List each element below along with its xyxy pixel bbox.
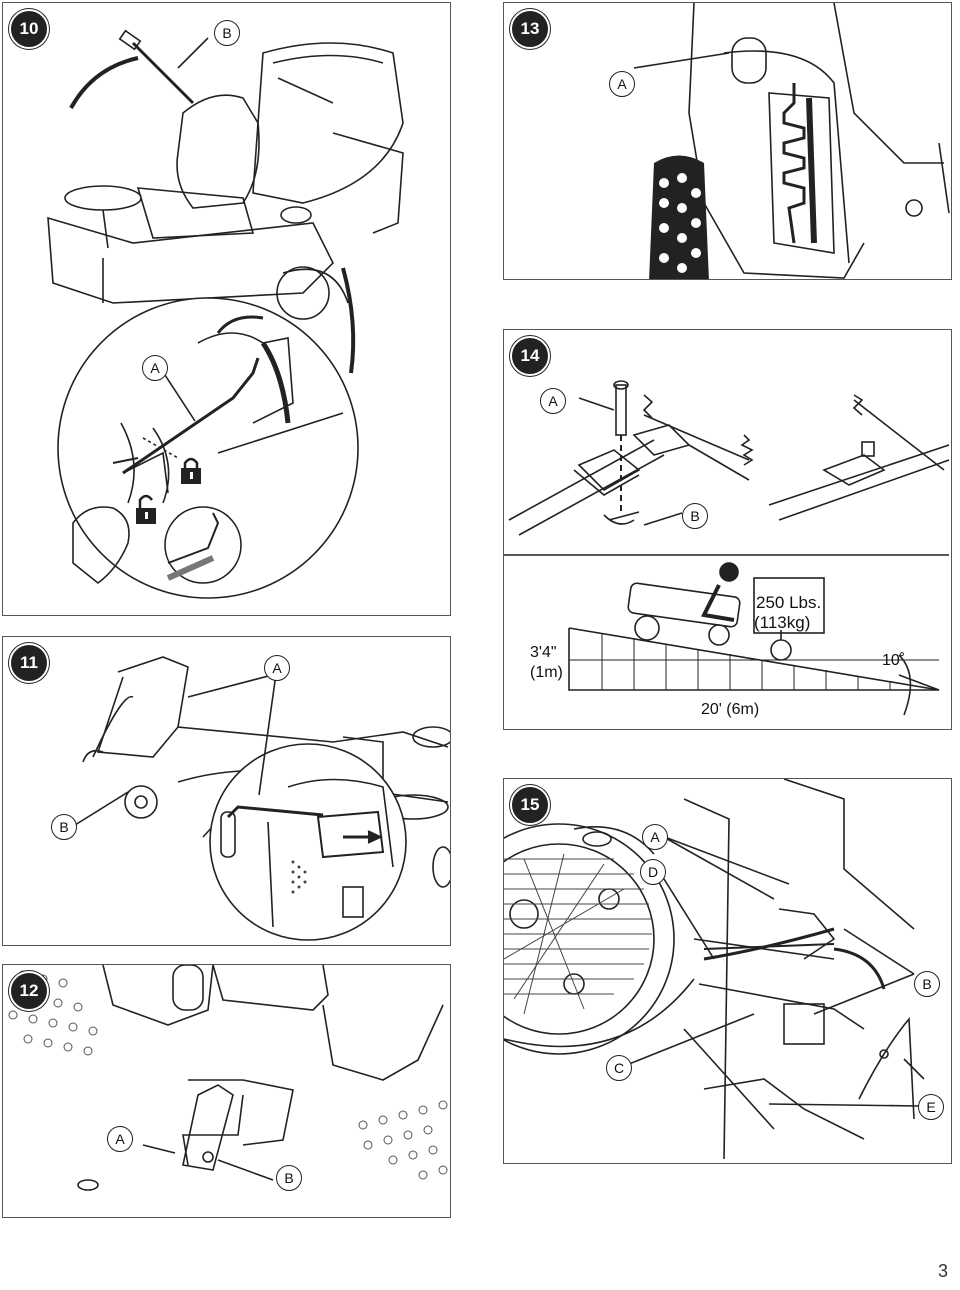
- slope-height: 3'4": [530, 644, 557, 661]
- figure-number: 11: [9, 643, 49, 683]
- lock-closed-icon: [181, 457, 201, 484]
- figure-11-drawing: [74, 656, 450, 941]
- figure-number: 13: [510, 9, 550, 49]
- callout-a: A: [609, 71, 635, 97]
- callout-b: B: [276, 1165, 302, 1191]
- callout-b: B: [682, 503, 708, 529]
- callout-c: C: [606, 1055, 632, 1081]
- callout-a: A: [540, 388, 566, 414]
- figure-11: 11 A B: [2, 636, 451, 946]
- slope-weight-metric: (113kg): [754, 613, 811, 632]
- figure-10: 10 A B: [2, 2, 451, 616]
- figure-12: 12 A B: [2, 964, 451, 1218]
- callout-a: A: [264, 655, 290, 681]
- figure-13-drawing: [633, 3, 950, 279]
- figure-number: 12: [9, 971, 49, 1011]
- slope-angle: 10˚: [882, 652, 906, 669]
- page-number: 3: [937, 1261, 948, 1281]
- figure-14: 14 A B 250 Lbs. (113kg) 3'4" (1m) 20' (6…: [503, 329, 952, 730]
- figure-10-drawing: [47, 29, 404, 599]
- figure-12-drawing: [8, 965, 448, 1191]
- lock-open-icon: [136, 494, 156, 524]
- figure-number: 10: [9, 9, 49, 49]
- figure-number: 15: [510, 785, 550, 825]
- figure-15: 15 A D B C E: [503, 778, 952, 1164]
- callout-d: D: [640, 859, 666, 885]
- callout-b: B: [51, 814, 77, 840]
- callout-e: E: [918, 1094, 944, 1120]
- slope-height-metric: (1m): [530, 664, 563, 681]
- callout-a: A: [142, 355, 168, 381]
- slope-length: 20' (6m): [701, 701, 760, 718]
- callout-a: A: [107, 1126, 133, 1152]
- callout-a: A: [642, 824, 668, 850]
- figure-13: 13 A: [503, 2, 952, 280]
- callout-b: B: [214, 20, 240, 46]
- figure-15-drawing: [504, 779, 925, 1160]
- slope-weight: 250 Lbs.: [756, 593, 822, 612]
- figure-14-drawing: [504, 380, 950, 716]
- callout-b: B: [914, 971, 940, 997]
- figure-number: 14: [510, 336, 550, 376]
